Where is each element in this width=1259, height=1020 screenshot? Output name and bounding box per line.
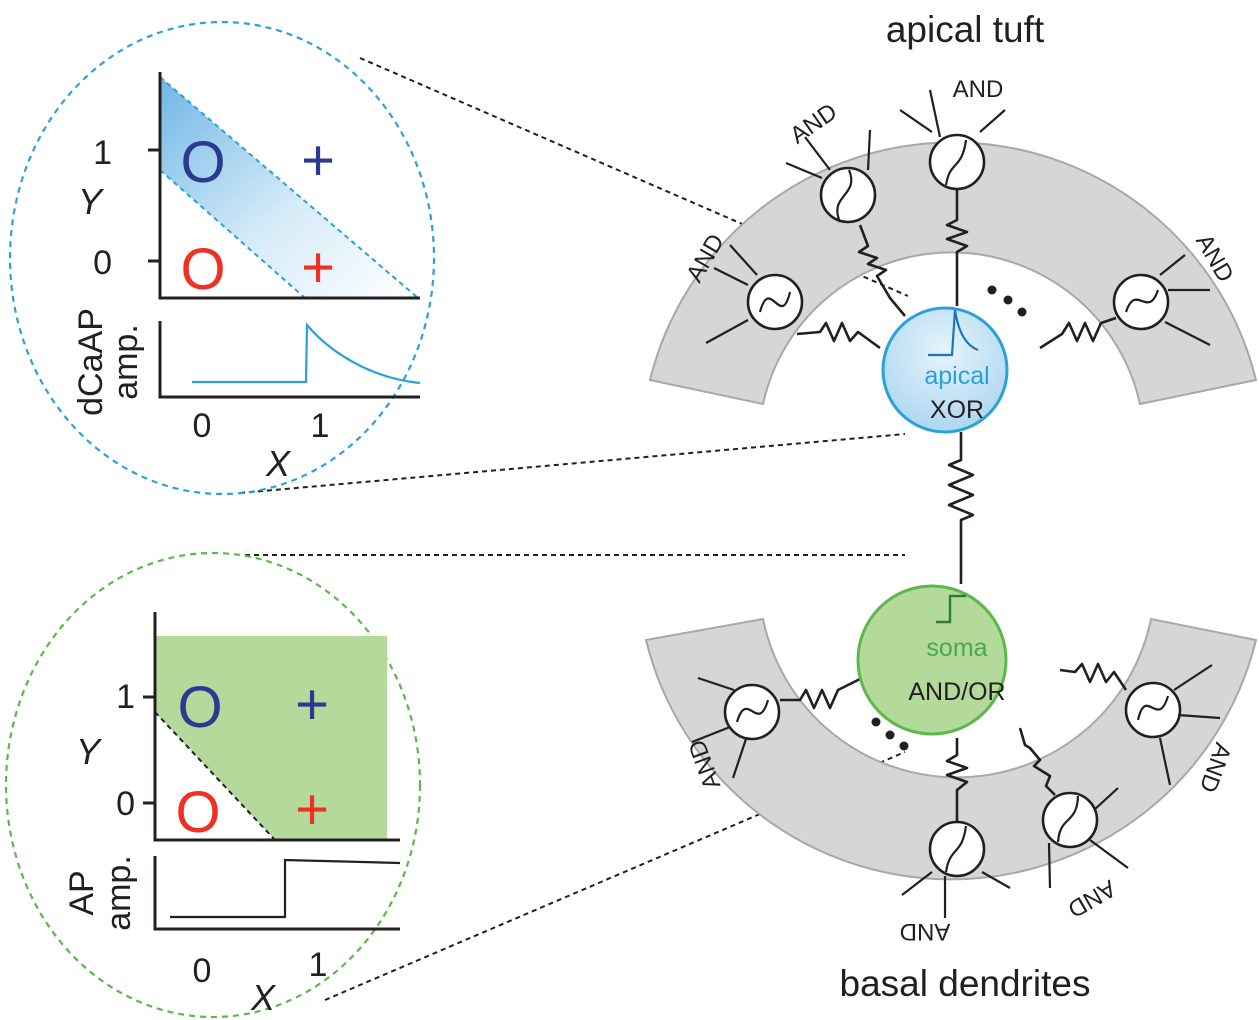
- dendrite-unit-basal-left: [691, 676, 863, 779]
- dendrite-unit-apical-upper-left: [785, 129, 906, 317]
- soma-marker-plus-bottom: +: [295, 777, 329, 842]
- or-boundary: [154, 711, 276, 841]
- apical-marker-plus-bottom: +: [301, 235, 335, 300]
- soma-y-axis-label: Y: [76, 731, 103, 772]
- soma-ytick-label-0: 0: [116, 785, 135, 823]
- and-label-basal-bottom: AND: [900, 918, 951, 945]
- apical-xtick-label-1: 1: [311, 407, 330, 445]
- soma-node-circle: [856, 584, 1008, 736]
- apical-node-label: apical: [924, 362, 989, 390]
- apical-tuft-title: apical tuft: [886, 9, 1045, 50]
- soma-x-axis-label: X: [250, 977, 277, 1018]
- dendrite-unit-basal-right: [1059, 662, 1221, 786]
- apical-amp-label-line1: dCaAP: [72, 308, 110, 416]
- dendrite-unit-apical-top: [899, 89, 1006, 306]
- ap-amplitude-curve: [170, 858, 401, 919]
- apical-marker-plus-top: +: [301, 128, 335, 193]
- and-label-basal-bottom-right: AND: [1063, 874, 1120, 923]
- soma-node-label: soma: [926, 634, 987, 662]
- apical-soma-connector: [947, 432, 975, 584]
- apical-amp-label-line2: amp.: [107, 324, 145, 400]
- soma-marker-plus-top: +: [295, 672, 329, 737]
- apical-ellipsis-dots: [987, 285, 1027, 317]
- apical-xor-node: apical XOR: [881, 306, 1009, 434]
- basal-dendrite-units: [691, 662, 1221, 918]
- dendrite-unit-apical-right: [1039, 254, 1211, 350]
- soma-amp-axes: [153, 856, 400, 931]
- or-decision-region: [155, 636, 387, 840]
- apical-node-logic: XOR: [930, 396, 984, 424]
- soma-ytick-label-1: 1: [116, 678, 135, 716]
- apical-marker-circle-top: O: [180, 130, 225, 195]
- soma-xtick-label-1: 1: [309, 946, 328, 984]
- apical-zoom-panel: 1 0 Y O + O + dCaAP amp. 0 1 X: [8, 20, 436, 496]
- apical-ytick-label-1: 1: [93, 134, 112, 172]
- apical-xtick-label-0: 0: [193, 407, 212, 445]
- apical-amp-axes: [158, 321, 420, 399]
- dendrite-unit-basal-bottom-right: [1018, 727, 1129, 889]
- apical-zoom-outline: [8, 20, 436, 496]
- basal-dendrites-title: basal dendrites: [840, 963, 1091, 1004]
- apical-ytick-label-0: 0: [93, 244, 112, 282]
- soma-marker-circle-top: O: [177, 675, 222, 740]
- soma-xy-axes: [153, 612, 400, 842]
- soma-and-or-node: soma AND/OR: [856, 584, 1008, 736]
- soma-node-logic: AND/OR: [908, 678, 1005, 706]
- basal-dendrites-band: [644, 617, 1258, 881]
- dcaap-amplitude-curve: [192, 322, 421, 385]
- soma-amp-label-line1: AP: [63, 870, 101, 915]
- soma-xtick-label-0: 0: [193, 952, 212, 990]
- xor-boundary-upper: [159, 76, 419, 299]
- dendrite-unit-basal-bottom: [901, 738, 1011, 918]
- soma-zoom-outline: [4, 551, 422, 1019]
- and-label-apical-top: AND: [953, 76, 1004, 103]
- soma-zoom-panel: 1 0 Y O + O + AP amp. 0 1 X: [4, 551, 422, 1019]
- and-label-apical-upper-left: AND: [785, 98, 842, 149]
- dcaap-waveform-icon: [928, 309, 979, 357]
- apical-x-axis-label: X: [265, 443, 292, 484]
- soma-amp-label-line2: amp.: [100, 855, 138, 931]
- apical-dendrite-units: [705, 89, 1211, 350]
- apical-marker-circle-bottom: O: [180, 237, 225, 302]
- soma-marker-circle-bottom: O: [175, 780, 220, 845]
- apical-zoom-line-bottom: [239, 433, 906, 494]
- apical-node-circle: [881, 306, 1009, 434]
- apical-xy-axes: [158, 72, 420, 300]
- dendrite-unit-apical-left: [705, 244, 881, 350]
- basal-ellipsis-dots: [871, 717, 909, 751]
- step-waveform-icon: [936, 594, 966, 624]
- apical-y-axis-label: Y: [78, 181, 105, 222]
